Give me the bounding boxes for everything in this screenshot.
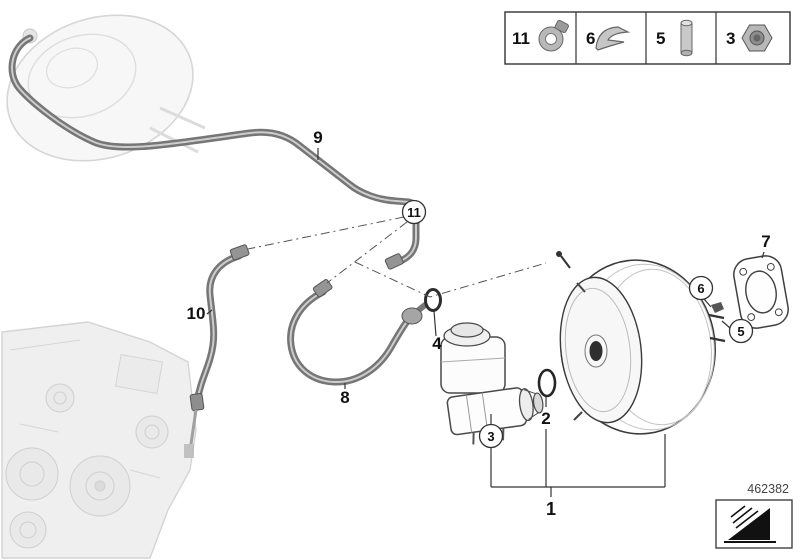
assembly-line bbox=[247, 216, 405, 250]
engine-block bbox=[1, 321, 197, 559]
leader-line bbox=[433, 310, 437, 337]
callout-11[interactable]: 11 bbox=[401, 199, 427, 225]
callout-10[interactable]: 10 bbox=[187, 304, 206, 323]
legend-item-3[interactable]: 3 bbox=[726, 24, 773, 52]
callout-5[interactable]: 5 bbox=[728, 318, 754, 344]
pipe-elbow-fitting bbox=[384, 253, 404, 270]
svg-text:11: 11 bbox=[407, 205, 421, 220]
legend-item-5[interactable]: 5 bbox=[656, 19, 693, 57]
svg-text:6: 6 bbox=[586, 29, 595, 48]
fluid-reservoir bbox=[440, 322, 506, 394]
vacuum-pipe-8 bbox=[287, 288, 431, 386]
dowel-pin-icon bbox=[680, 19, 693, 57]
faded-brake-booster bbox=[6, 14, 206, 162]
reservoir-cap bbox=[450, 322, 484, 338]
leader-line bbox=[721, 320, 731, 329]
servo-port bbox=[589, 341, 603, 361]
servo-stud bbox=[708, 313, 725, 320]
gasket bbox=[733, 255, 789, 329]
leader-line bbox=[761, 251, 765, 259]
svg-text:5: 5 bbox=[656, 29, 665, 48]
leader-line bbox=[703, 298, 712, 308]
callout-7[interactable]: 7 bbox=[761, 232, 770, 251]
assembly-line bbox=[326, 221, 408, 284]
servo-stud bbox=[709, 336, 726, 343]
o-ring bbox=[537, 368, 557, 398]
spring-clip-icon bbox=[595, 26, 631, 51]
hose-clamp-icon bbox=[538, 19, 569, 52]
grommet bbox=[424, 288, 442, 312]
hex-nut-icon bbox=[741, 24, 773, 52]
check-valve bbox=[401, 307, 423, 325]
callout-1[interactable]: 1 bbox=[546, 499, 556, 519]
direction-arrow-icon bbox=[724, 505, 776, 543]
retaining-clip bbox=[711, 302, 724, 313]
svg-text:3: 3 bbox=[726, 29, 735, 48]
callout-9[interactable]: 9 bbox=[313, 128, 322, 147]
legend-item-6[interactable]: 6 bbox=[586, 26, 631, 51]
callout-3[interactable]: 3 bbox=[478, 423, 504, 449]
brake-servo bbox=[556, 251, 726, 435]
diagram-number: 462382 bbox=[747, 482, 789, 496]
svg-text:6: 6 bbox=[697, 281, 704, 296]
bracket-part-1 bbox=[490, 429, 666, 497]
callout-8[interactable]: 8 bbox=[340, 388, 349, 407]
svg-text:11: 11 bbox=[512, 29, 530, 48]
legend-item-11[interactable]: 11 bbox=[512, 19, 569, 52]
vacuum-pipe-10 bbox=[184, 252, 243, 458]
assembly-axis bbox=[354, 261, 547, 298]
callout-4[interactable]: 4 bbox=[432, 334, 442, 353]
leader-line bbox=[206, 309, 213, 315]
hose-clamp-a bbox=[229, 244, 250, 261]
legend-box: 11 6 5 3 bbox=[504, 11, 791, 65]
hose-clamp-b bbox=[312, 279, 333, 298]
svg-text:5: 5 bbox=[737, 324, 744, 339]
svg-text:3: 3 bbox=[487, 429, 494, 444]
callout-6[interactable]: 6 bbox=[688, 275, 714, 301]
callout-2[interactable]: 2 bbox=[541, 409, 550, 428]
direction-arrow-box bbox=[715, 499, 793, 549]
